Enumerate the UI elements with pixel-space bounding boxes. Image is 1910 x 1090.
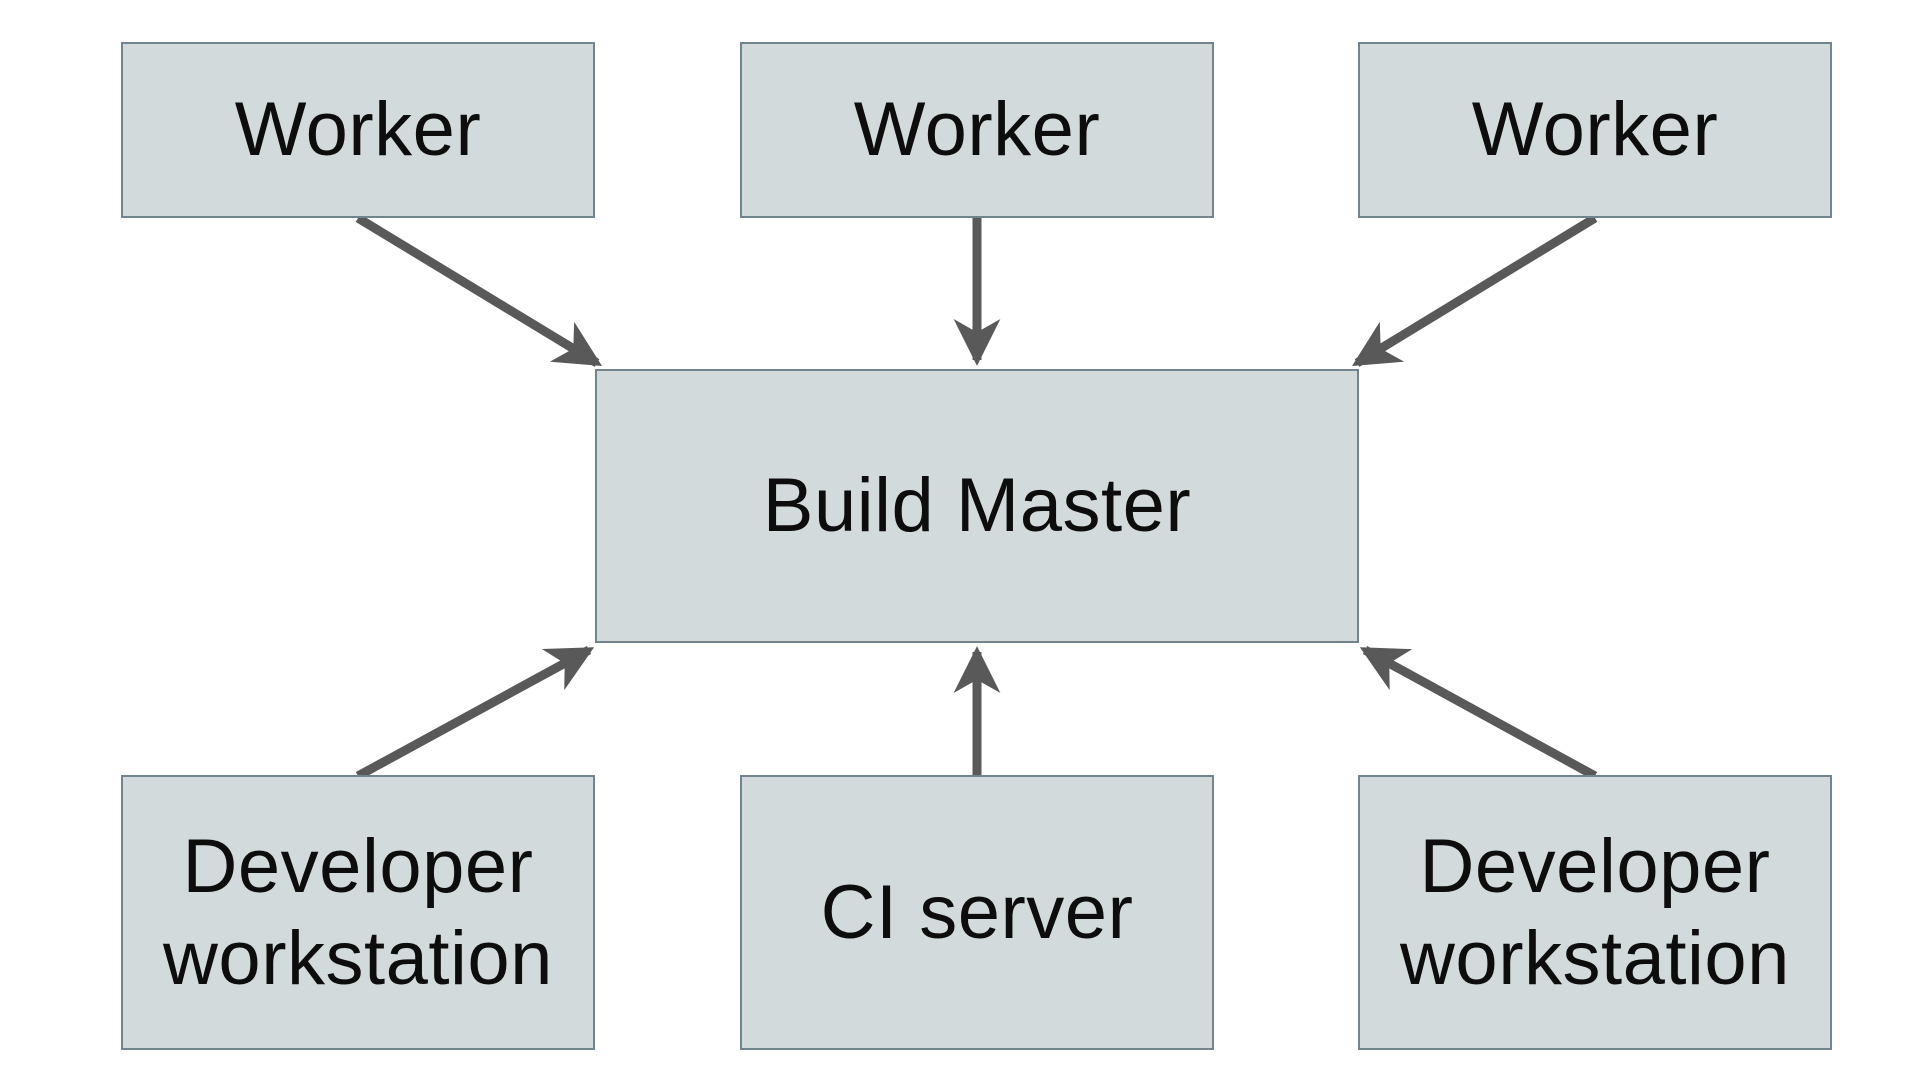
node-build-master: Build Master bbox=[595, 369, 1359, 643]
node-ci-server-label: CI server bbox=[820, 869, 1134, 955]
node-worker-1-label: Worker bbox=[234, 87, 482, 173]
node-developer-workstation-right-label: Developer workstation bbox=[1400, 824, 1790, 1001]
arrow-dev-workstation-left-to-build-master bbox=[355, 646, 595, 780]
node-developer-workstation-left-label: Developer workstation bbox=[163, 824, 553, 1001]
node-worker-3-label: Worker bbox=[1471, 87, 1719, 173]
arrow-worker-1-to-build-master bbox=[355, 214, 603, 367]
node-ci-server: CI server bbox=[740, 775, 1214, 1050]
arrow-worker-3-to-build-master bbox=[1352, 214, 1598, 367]
node-worker-3: Worker bbox=[1358, 42, 1832, 218]
node-worker-2: Worker bbox=[740, 42, 1214, 218]
node-worker-2-label: Worker bbox=[853, 87, 1101, 173]
node-build-master-label: Build Master bbox=[762, 463, 1192, 549]
node-worker-1: Worker bbox=[121, 42, 595, 218]
arrow-dev-workstation-right-to-build-master bbox=[1359, 646, 1598, 780]
node-developer-workstation-left: Developer workstation bbox=[121, 775, 595, 1050]
node-developer-workstation-right: Developer workstation bbox=[1358, 775, 1832, 1050]
